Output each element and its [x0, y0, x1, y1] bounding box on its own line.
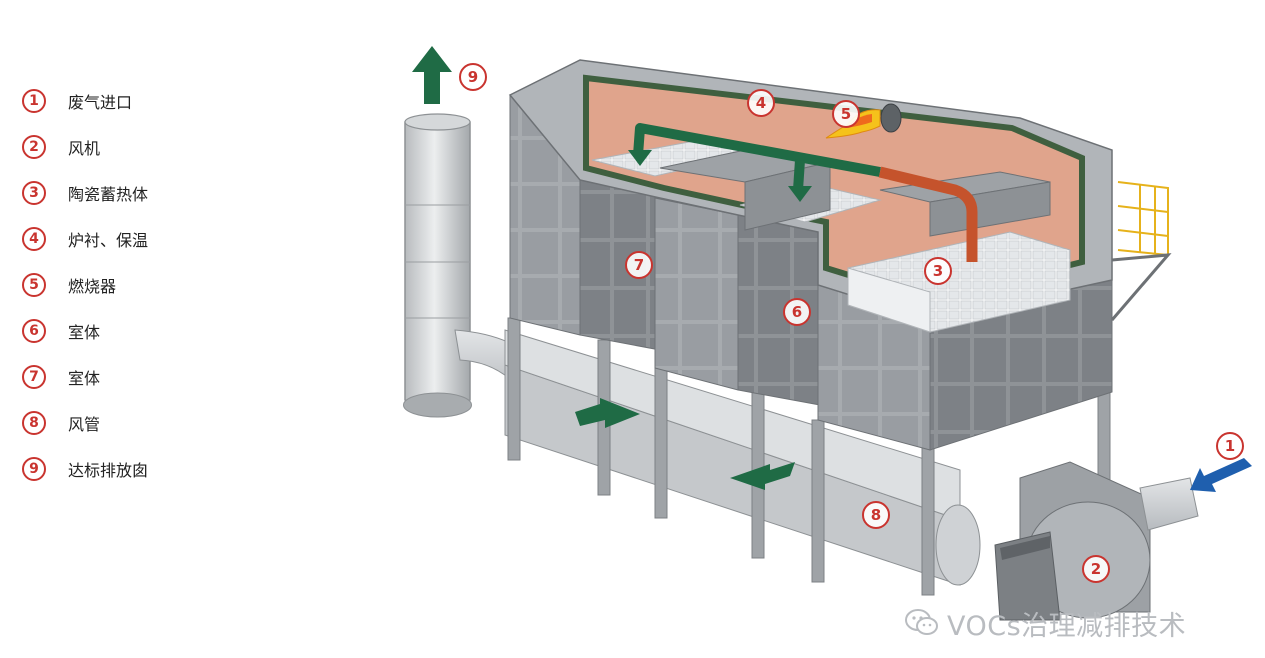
inlet-arrow [1190, 458, 1252, 492]
exhaust-stack [403, 113, 546, 418]
duct-flow-arrow [575, 398, 640, 428]
callout-chamber-7: 7 [625, 251, 653, 279]
legend-item-7: 7 室体 [22, 362, 100, 392]
legend-label: 达标排放囱 [68, 461, 149, 480]
legend-item-3: 3 陶瓷蓄热体 [22, 178, 148, 208]
legend-number: 3 [22, 181, 46, 205]
wechat-icon [905, 609, 938, 635]
internal-walls [659, 149, 1051, 237]
legend-number: 2 [22, 135, 46, 159]
callout-burner: 5 [832, 100, 860, 128]
legend-label: 炉衬、保温 [68, 231, 149, 250]
legend-item-9: 9 达标排放囱 [22, 454, 148, 484]
legend-number: 8 [22, 411, 46, 435]
legend-number: 5 [22, 273, 46, 297]
callout-stack: 9 [459, 63, 487, 91]
legend-number: 9 [22, 457, 46, 481]
legend-label: 风管 [68, 415, 101, 434]
callout-inlet: 1 [1216, 432, 1244, 460]
legend-item-4: 4 炉衬、保温 [22, 224, 148, 254]
chamber-6 [654, 197, 821, 406]
callout-ceramic: 3 [924, 257, 952, 285]
support-legs [507, 317, 1111, 596]
callout-duct: 8 [862, 501, 890, 529]
exhaust-arrow [412, 46, 452, 104]
watermark: VOCs治理减排技术 [905, 606, 1187, 642]
legend-label: 陶瓷蓄热体 [68, 185, 149, 204]
legend-item-5: 5 燃烧器 [22, 270, 116, 300]
legend-number: 1 [22, 89, 46, 113]
platform-support [1110, 253, 1172, 321]
flow-arrow-down [628, 150, 652, 166]
legend-label: 室体 [68, 323, 101, 342]
fan [994, 461, 1199, 621]
legend-label: 燃烧器 [68, 277, 117, 296]
legend-item-6: 6 室体 [22, 316, 100, 346]
callout-fan: 2 [1082, 555, 1110, 583]
chamber-3 [817, 279, 1113, 451]
callout-chamber-6: 6 [783, 298, 811, 326]
legend-number: 4 [22, 227, 46, 251]
watermark-text: VOCs治理减排技术 [947, 610, 1187, 642]
flow-arrow-down [788, 186, 812, 202]
hot-flow-path [878, 166, 978, 262]
legend-number: 7 [22, 365, 46, 389]
internal-flow-path [633, 123, 881, 191]
legend-item-1: 1 废气进口 [22, 86, 132, 116]
duct-flow-arrow [730, 462, 795, 490]
platform-railing [1117, 181, 1169, 257]
legend-number: 6 [22, 319, 46, 343]
legend-label: 风机 [68, 139, 101, 158]
legend-label: 废气进口 [68, 93, 133, 112]
legend-item-8: 8 风管 [22, 408, 100, 438]
callout-lining: 4 [747, 89, 775, 117]
legend-item-2: 2 风机 [22, 132, 100, 162]
legend-label: 室体 [68, 369, 101, 388]
